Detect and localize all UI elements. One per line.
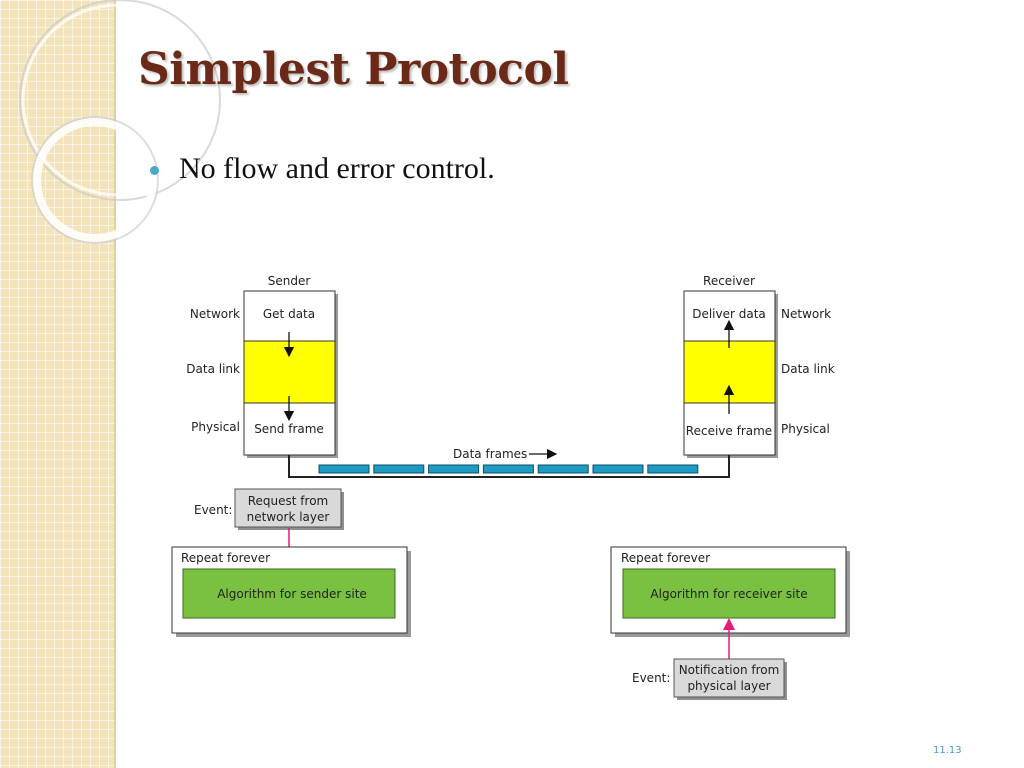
sender-event-text-2: network layer bbox=[247, 510, 330, 524]
sender-layer-datalink: Data link bbox=[186, 362, 240, 376]
data-frames bbox=[318, 464, 699, 474]
receiver-algorithm-text: Algorithm for receiver site bbox=[650, 587, 807, 601]
sender-event-box bbox=[234, 488, 342, 528]
receiver-algorithm-box bbox=[622, 568, 836, 619]
data-frame bbox=[428, 464, 480, 474]
sender-event-label: Event: bbox=[194, 503, 232, 517]
data-frame bbox=[318, 464, 370, 474]
sender-algorithm-box bbox=[182, 568, 396, 619]
receiver-layer-physical: Physical bbox=[781, 422, 830, 436]
bullet-dot-icon bbox=[150, 166, 159, 175]
sender-send-frame: Send frame bbox=[254, 422, 324, 436]
sender-layer-network: Network bbox=[190, 307, 240, 321]
receiver-layer-datalink: Data link bbox=[781, 362, 835, 376]
receiver-event-text-2: physical layer bbox=[687, 679, 770, 693]
data-frame bbox=[373, 464, 425, 474]
data-frame bbox=[482, 464, 534, 474]
sender-loop-label: Repeat forever bbox=[181, 551, 270, 565]
receiver-deliver-data: Deliver data bbox=[692, 307, 766, 321]
receiver-receive-frame: Receive frame bbox=[686, 424, 772, 438]
bullet-text: No flow and error control. bbox=[179, 152, 495, 185]
receiver-event-text-1: Notification from bbox=[679, 663, 780, 677]
receiver-layer-network: Network bbox=[781, 307, 831, 321]
data-frame bbox=[647, 464, 699, 474]
decorative-circles bbox=[19, 0, 221, 244]
receiver-loop-label: Repeat forever bbox=[621, 551, 710, 565]
link-label: Data frames bbox=[453, 447, 527, 461]
sidebar-pattern bbox=[0, 0, 116, 768]
receiver-event-box bbox=[673, 658, 785, 698]
receiver-event-label: Event: bbox=[632, 671, 670, 685]
sender-layer-physical: Physical bbox=[191, 420, 240, 434]
receiver-heading: Receiver bbox=[703, 274, 755, 288]
link-line bbox=[288, 455, 730, 478]
sender-get-data: Get data bbox=[263, 307, 315, 321]
data-frame bbox=[592, 464, 644, 474]
sender-event-text-1: Request from bbox=[248, 494, 328, 508]
sender-algorithm-text: Algorithm for sender site bbox=[217, 587, 367, 601]
slide-title: Simplest Protocol bbox=[138, 44, 569, 95]
slide-number: 11.13 bbox=[933, 745, 962, 756]
sender-heading: Sender bbox=[268, 274, 311, 288]
data-frame bbox=[537, 464, 589, 474]
